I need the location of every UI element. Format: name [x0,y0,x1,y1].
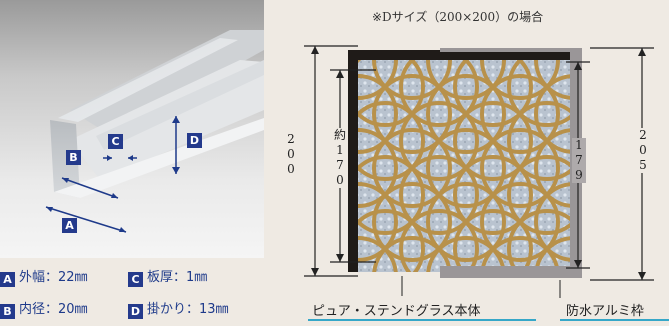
spec-text: 掛かり：13㎜ [147,302,229,317]
spec-overlap: D 掛かり：13㎜ [128,298,229,319]
stained-glass-diagram [304,45,654,298]
spec-badge: B [0,304,15,319]
dim-frame-height: 205 [636,128,650,173]
spec-badge: A [0,272,15,287]
dim-inner-height: 179 [572,138,586,183]
caption-glass-underline [308,319,536,321]
label-d-badge: D [187,133,202,148]
dim-glass-height: 約170 [333,128,347,188]
label-c-badge: C [108,134,123,149]
spec-thickness: C 板厚：1㎜ [128,266,208,287]
label-b-badge: B [66,150,81,165]
spec-badge: C [128,272,143,287]
caption-aluminum-frame: 防水アルミ枠 [566,304,644,319]
dim-outer-height: 200 [284,132,298,177]
spec-inner-diameter: B 内径：20㎜ [0,298,88,319]
aluminum-channel-photo: C B D A [0,0,264,258]
spec-text: 板厚：1㎜ [147,270,208,285]
caption-frame-underline [560,319,669,321]
spec-badge: D [128,304,143,319]
spec-text: 内径：20㎜ [19,302,88,317]
size-note: ※Dサイズ（200×200）の場合 [372,10,544,24]
label-a-badge: A [62,218,77,233]
spec-outer-width: A 外幅：22㎜ [0,266,88,287]
channel-illustration [45,30,264,233]
spec-text: 外幅：22㎜ [19,270,88,285]
caption-glass-body: ピュア・ステンドグラス本体 [312,304,481,319]
